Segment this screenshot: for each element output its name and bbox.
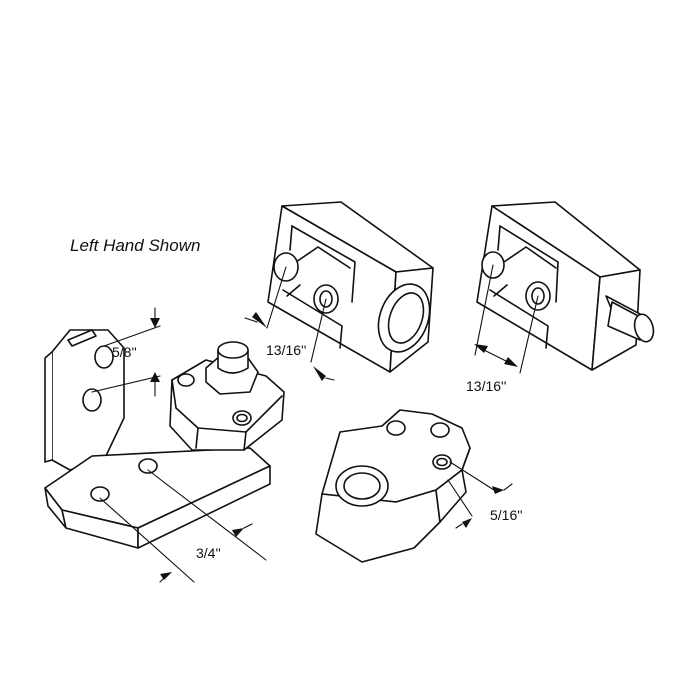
plate-hole [90,486,110,502]
caption-text: Left Hand Shown [70,236,200,255]
block-hole [386,420,406,436]
arrow-head [150,372,160,382]
block-hole [430,422,450,438]
arrow-head [474,344,488,353]
dimension-label-pin-block: 13/16'' [466,378,506,394]
arrow-head [232,528,244,537]
leaf-slot [67,329,97,347]
l-hinge-bracket [44,307,285,583]
dimension-label-hinge-leaf: 5/8'' [112,344,137,360]
bushing-block [315,409,513,563]
arrow-head [160,572,172,580]
block-hole [177,373,195,387]
arrow-head [462,518,472,528]
arrow-head [504,357,518,367]
plate-hole [138,458,158,474]
bushing-hole-inner [387,292,425,344]
arrow-head [150,318,160,328]
pin-block [474,201,655,374]
leaf-hole [82,388,102,412]
dimension-label-top-block: 13/16'' [266,342,306,358]
dimension-label-bushing-block: 5/16'' [490,507,523,523]
pin-end [633,313,655,343]
arrow-head [252,312,267,328]
leaf-hole [94,345,114,369]
dimension-label-hinge-plate: 3/4'' [196,545,221,561]
arrow-head [492,486,504,494]
top-block-bushing [244,201,434,381]
bore-inner [343,472,381,500]
arrow-head [313,366,326,381]
